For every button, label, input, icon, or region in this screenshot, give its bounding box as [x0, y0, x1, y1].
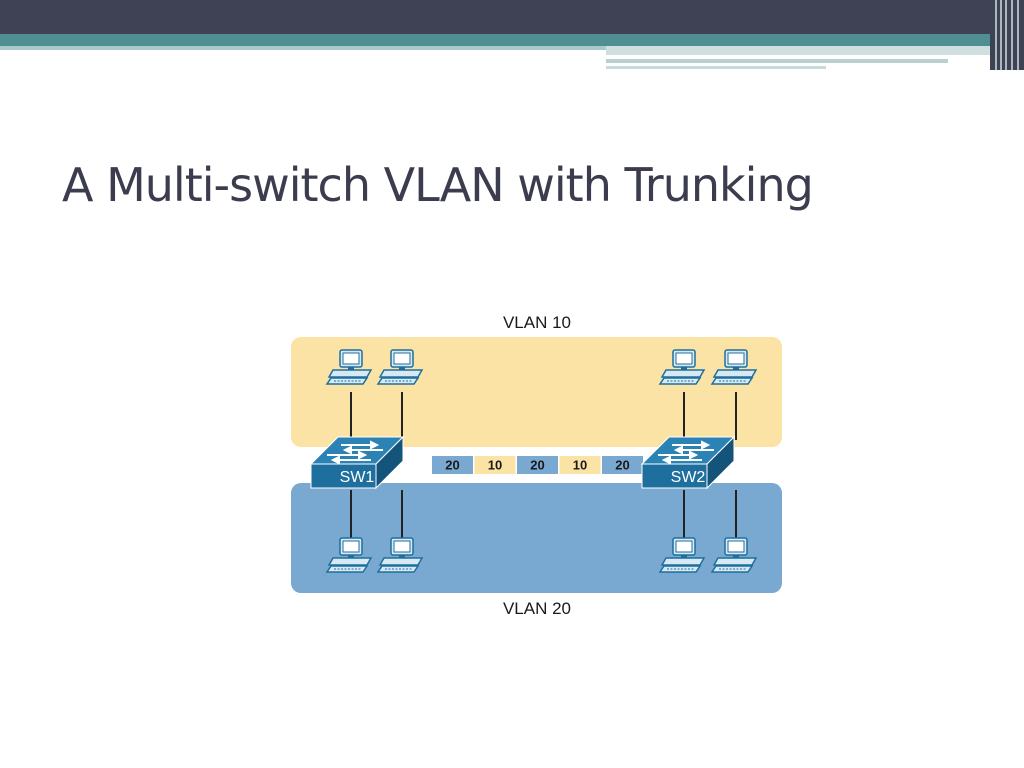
switch-label-sw2: SW2 — [671, 469, 706, 486]
trunk-frame-label: 10 — [488, 458, 502, 473]
header-teal-band — [0, 34, 1024, 46]
vlan-10-label: VLAN 10 — [503, 313, 571, 332]
vlan-10-region — [291, 337, 782, 447]
trunk-frame-label: 20 — [445, 458, 459, 473]
trunk-frame-tag — [517, 456, 558, 474]
header-dark-band — [0, 0, 1024, 34]
header-rule — [606, 59, 948, 63]
cable-group — [350, 392, 737, 538]
vlan-20-label: VLAN 20 — [503, 599, 571, 618]
trunk-frame-label: 20 — [530, 458, 544, 473]
header-rule — [606, 46, 1024, 55]
trunk-frame-label: 10 — [573, 458, 587, 473]
switch-label-sw1: SW1 — [340, 469, 375, 486]
vlan-trunking-diagram: VLAN 10 VLAN 20 20 10 20 10 20 SW1 SW2 — [291, 313, 782, 618]
trunk-frame-tag — [474, 456, 516, 474]
trunk-frames: 20 10 20 10 20 — [432, 456, 643, 474]
header-rule — [606, 66, 826, 69]
slide-title: A Multi-switch VLAN with Trunking — [62, 158, 814, 212]
trunk-frame-label: 20 — [615, 458, 629, 473]
vlan-20-region — [291, 483, 782, 593]
header-accent-line — [0, 46, 606, 50]
trunk-frame-tag — [559, 456, 601, 474]
trunk-frame-tag — [602, 456, 643, 474]
header-edge-lines — [990, 0, 1024, 70]
trunk-frame-tag — [432, 456, 473, 474]
